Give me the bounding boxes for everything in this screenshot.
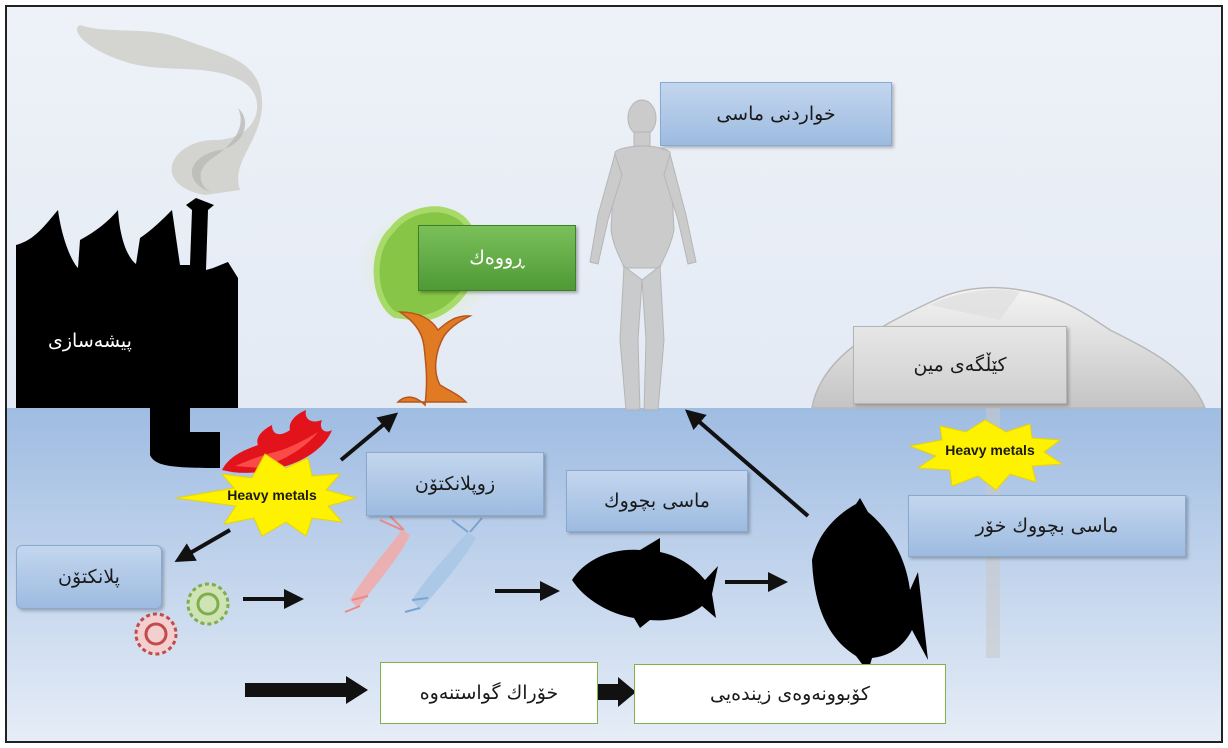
label-mine-field: کێڵگەی مین [853, 326, 1067, 404]
label-plankton: پلانکتۆن [16, 545, 162, 609]
label-small-fish: ماسی بچووك [566, 470, 748, 532]
large-fish-icon [812, 498, 928, 672]
food-transfer-arrow-icon [245, 676, 368, 704]
arrow-icon [339, 412, 399, 462]
human-figure-icon [589, 99, 697, 411]
heavy-metals-burst-left: Heavy metals [175, 453, 358, 537]
label-fish-eating: خواردنی ماسی [660, 82, 892, 146]
heavy-metals-burst-right: Heavy metals [908, 419, 1064, 491]
arrow-group [174, 409, 810, 609]
legend-food-transfer: خۆراك گواستنەوە [380, 662, 598, 724]
heavy-metals-label-right: Heavy metals [945, 442, 1035, 458]
plankton-icon [134, 582, 230, 656]
label-plants: ڕووەك [418, 225, 576, 291]
zooplankton-icon [344, 515, 483, 613]
label-zooplankton: زوپلانکتۆن [366, 452, 544, 516]
arrow-icon [684, 409, 810, 518]
heavy-metals-label-left: Heavy metals [227, 487, 317, 503]
mine-hill-highlight [930, 289, 1020, 320]
legend-bioaccumulation: کۆبوونەوەی زیندەیی [634, 664, 946, 724]
small-fish-icon [572, 538, 718, 628]
bioaccumulation-arrow-icon [596, 677, 636, 707]
label-small-fish-eater: ماسی بچووك خۆر [908, 495, 1186, 557]
factory-outflow-pipe [150, 408, 220, 468]
diagram-frame [5, 5, 1223, 743]
flame-icon [222, 410, 332, 473]
arrow-icon [174, 528, 231, 562]
factory-icon [16, 198, 238, 468]
smoke-shadow [191, 108, 246, 192]
label-industry: پیشەسازی [48, 330, 132, 352]
